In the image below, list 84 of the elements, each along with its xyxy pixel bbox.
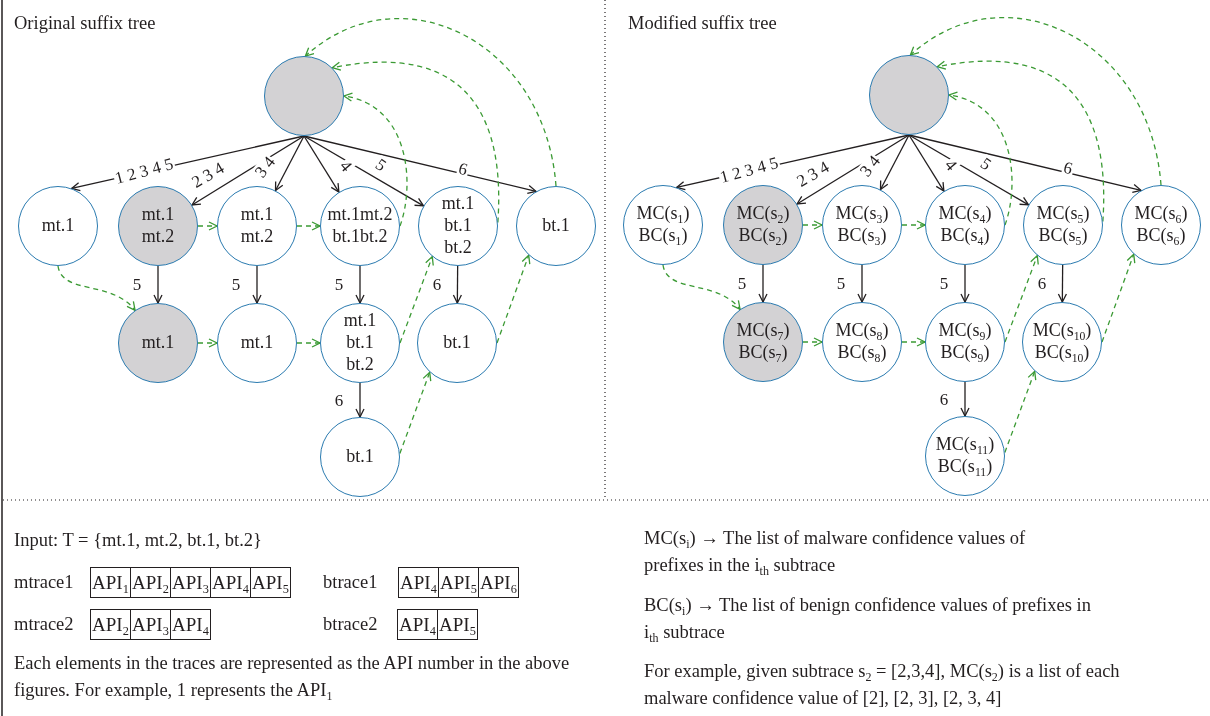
arrow [857, 264, 867, 303]
node-label: MC(s$_{3}$) BC(s$_{3}$) [835, 203, 889, 247]
suffix-link-arrow [802, 220, 823, 230]
note-text: Each elements in the traces are represented as the API number in the above figures. For example, 1 represents the API$_{1}$ [14, 652, 571, 704]
node-label: MC(s$_{6}$) BC(s$_{6}$) [1134, 203, 1188, 247]
table-cell: API$_{3}$ [130, 609, 171, 640]
tree-node [418, 186, 498, 266]
node-label: bt.1 [443, 332, 471, 354]
node-label: mt.1 [41, 215, 75, 237]
table-cell: API$_{2}$ [90, 609, 131, 640]
trace-name: mtrace2 [14, 613, 74, 636]
arrow [355, 265, 365, 304]
trace-name: btrace1 [323, 571, 378, 594]
arrow [303, 135, 340, 193]
node-label: mt.1mt.2 bt.1bt.2 [327, 204, 393, 248]
table-cell: API$_{6}$ [478, 567, 519, 598]
table-cell: API$_{4}$ [397, 609, 438, 640]
table-cell: API$_{4}$ [210, 567, 251, 598]
node-label: mt.1 bt.1 bt.2 [343, 310, 377, 376]
trace-name: mtrace1 [14, 571, 74, 594]
suffix-link-arrow [802, 337, 823, 347]
node-label: MC(s$_{5}$) BC(s$_{5}$) [1036, 203, 1090, 247]
suffix-link-arrow [1101, 253, 1136, 343]
node-label: MC(s$_{7}$) BC(s$_{7}$) [736, 320, 790, 364]
table-cell: API$_{4}$ [170, 609, 211, 640]
arrow [1057, 264, 1068, 303]
suffix-link-arrow [901, 337, 926, 347]
suffix-link-arrow [901, 220, 926, 230]
node-label: mt.1 bt.1 bt.2 [441, 193, 475, 259]
suffix-link-arrow [1004, 370, 1037, 454]
arrow [908, 134, 1030, 206]
arrow [153, 265, 163, 304]
arrow [252, 265, 262, 304]
arrow [274, 135, 305, 192]
suffix-link-arrow [948, 92, 1013, 226]
tree-node [1023, 185, 1103, 265]
node-label: mt.1 mt.2 [141, 204, 175, 248]
arrow [960, 381, 970, 417]
table-cell: API$_{3}$ [170, 567, 211, 598]
panel-title: Modified suffix tree [628, 12, 777, 35]
node-label: MC(s$_{8}$) BC(s$_{8}$) [835, 320, 889, 364]
suffix-link-arrow [296, 221, 321, 231]
suffix-link-arrow [197, 338, 218, 348]
arrow [908, 134, 945, 192]
arrow [452, 265, 463, 304]
suffix-link-arrow [399, 371, 432, 455]
suffix-link-arrow [296, 338, 321, 348]
note-text: BC(s$_{i}$) → The list of benign confidence values of prefixes in i$_{th}$ subtrace [644, 594, 1092, 646]
node-label: MC(s$_{9}$) BC(s$_{9}$) [938, 320, 992, 364]
suffix-link-arrow [496, 254, 531, 344]
node-label: bt.1 [346, 446, 374, 468]
node-label: MC(s$_{10}$) BC(s$_{10}$) [1032, 320, 1092, 364]
node-label: mt.1 [240, 332, 274, 354]
table-cell: API$_{5}$ [438, 567, 479, 598]
table-cell: API$_{1}$ [90, 567, 131, 598]
node-label: mt.1 [141, 332, 175, 354]
suffix-link-arrow [909, 17, 1162, 186]
suffix-link-arrow [343, 93, 408, 227]
arrow [355, 382, 365, 418]
arrow [960, 264, 970, 303]
table-cell: API$_{2}$ [130, 567, 171, 598]
node-label: MC(s$_{11}$) BC(s$_{11}$) [935, 434, 995, 478]
table-cell: API$_{5}$ [250, 567, 291, 598]
node-label: MC(s$_{1}$) BC(s$_{1}$) [636, 203, 690, 247]
node-label: bt.1 [542, 215, 570, 237]
suffix-link-arrow [197, 221, 218, 231]
arrow [303, 135, 537, 195]
input-text: Input: T = {mt.1, mt.2, bt.1, bt.2} [14, 529, 262, 552]
node-label: MC(s$_{4}$) BC(s$_{4}$) [938, 203, 992, 247]
suffix-link-arrow [662, 264, 741, 310]
trace-name: btrace2 [323, 613, 378, 636]
arrow [303, 135, 425, 207]
node-label: MC(s$_{2}$) BC(s$_{2}$) [736, 203, 790, 247]
arrow [758, 264, 768, 303]
arrow [908, 134, 1142, 194]
arrow [879, 134, 910, 191]
table-cell: API$_{4}$ [398, 567, 439, 598]
node-label: mt.1 mt.2 [240, 204, 274, 248]
table-cell: API$_{5}$ [437, 609, 478, 640]
note-text: MC(s$_{i}$) → The list of malware confidence values of prefixes in the i$_{th}$ subtrace [644, 527, 1027, 579]
suffix-link-arrow [57, 265, 136, 311]
panel-title: Original suffix tree [14, 12, 156, 35]
note-text: For example, given subtrace s$_{2}$ = [2,3,4], MC(s$_{2}$) is a list of each malware confidence value of [2], [2, 3], [2, 3, 4] [644, 660, 1121, 710]
suffix-link-arrow [304, 18, 557, 187]
